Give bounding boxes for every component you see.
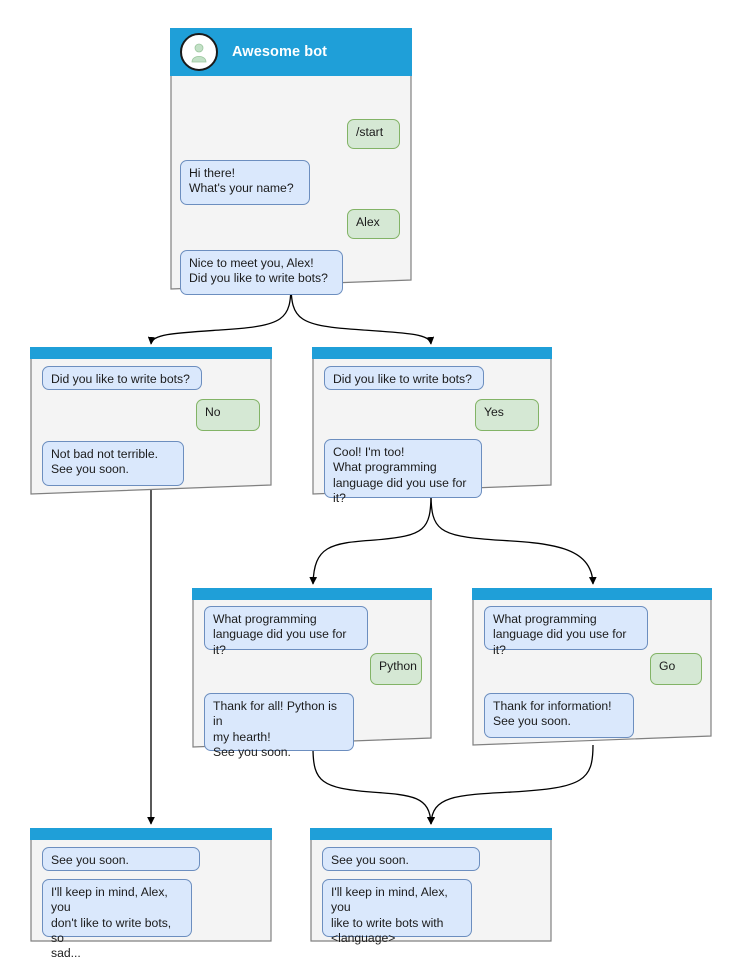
message-bubble-keep-yes[interactable]: I'll keep in mind, Alex, you like to wri… [322,879,472,945]
message-bubble-q-lang[interactable]: What programming language did you use fo… [204,606,368,657]
message-bubble-yes[interactable]: Yes [475,399,539,431]
python-branch-titlebar [192,588,432,600]
message-bubble-q-like[interactable]: Did you like to write bots? [42,366,202,390]
message-bubble-hi[interactable]: Hi there! What's your name? [180,160,310,205]
no-branch-titlebar [30,347,272,359]
message-bubble-go[interactable]: Go [650,653,702,685]
message-bubble-seeyou[interactable]: See you soon. [322,847,480,871]
node-yes-branch-screen[interactable]: Did you like to write bots? Yes Cool! I'… [312,347,552,505]
root-message-list: /start Hi there! What's your name? Alex … [170,76,412,295]
message-bubble-q-lang[interactable]: What programming language did you use fo… [484,606,648,657]
go-branch-message-list: What programming language did you use fo… [472,600,712,746]
node-end-yes-screen[interactable]: See you soon. I'll keep in mind, Alex, y… [310,828,552,945]
message-bubble-q-like[interactable]: Did you like to write bots? [324,366,484,390]
node-no-branch-screen[interactable]: Did you like to write bots? No Not bad n… [30,347,272,495]
node-python-branch-screen[interactable]: What programming language did you use fo… [192,588,432,759]
page-title: Awesome bot [232,44,328,60]
message-bubble-seeyou[interactable]: See you soon. [42,847,200,871]
message-bubble-nice[interactable]: Nice to meet you, Alex! Did you like to … [180,250,343,295]
message-bubble-thankall[interactable]: Thank for all! Python is in my hearth! S… [204,693,354,759]
message-bubble-no[interactable]: No [196,399,260,431]
yes-branch-titlebar [312,347,552,359]
message-bubble-cool[interactable]: Cool! I'm too! What programming language… [324,439,482,505]
node-go-branch-screen[interactable]: What programming language did you use fo… [472,588,712,746]
edge-yes-to-python [309,492,432,585]
end-yes-message-list: See you soon. I'll keep in mind, Alex, y… [310,840,552,945]
message-bubble-start[interactable]: /start [347,119,400,149]
yes-branch-message-list: Did you like to write bots? Yes Cool! I'… [312,359,552,505]
no-branch-message-list: Did you like to write bots? No Not bad n… [30,359,272,495]
node-end-no-screen[interactable]: See you soon. I'll keep in mind, Alex, y… [30,828,272,960]
root-titlebar: Awesome bot [170,28,412,76]
person-avatar-icon [180,33,218,71]
end-no-titlebar [30,828,272,840]
edge-python-to-end [312,747,435,825]
node-root-screen[interactable]: Awesome bot /start Hi there! What's your… [170,28,412,295]
python-branch-message-list: What programming language did you use fo… [192,600,432,759]
end-yes-titlebar [310,828,552,840]
message-bubble-python[interactable]: Python [370,653,422,685]
edge-go-to-end [427,744,594,825]
message-bubble-notbad[interactable]: Not bad not terrible. See you soon. [42,441,184,486]
edge-yes-to-go [430,492,597,585]
message-bubble-thankinfo[interactable]: Thank for information! See you soon. [484,693,634,738]
end-no-message-list: See you soon. I'll keep in mind, Alex, y… [30,840,272,960]
message-bubble-keep-no[interactable]: I'll keep in mind, Alex, you don't like … [42,879,192,960]
message-bubble-alex[interactable]: Alex [347,209,400,239]
go-branch-titlebar [472,588,712,600]
